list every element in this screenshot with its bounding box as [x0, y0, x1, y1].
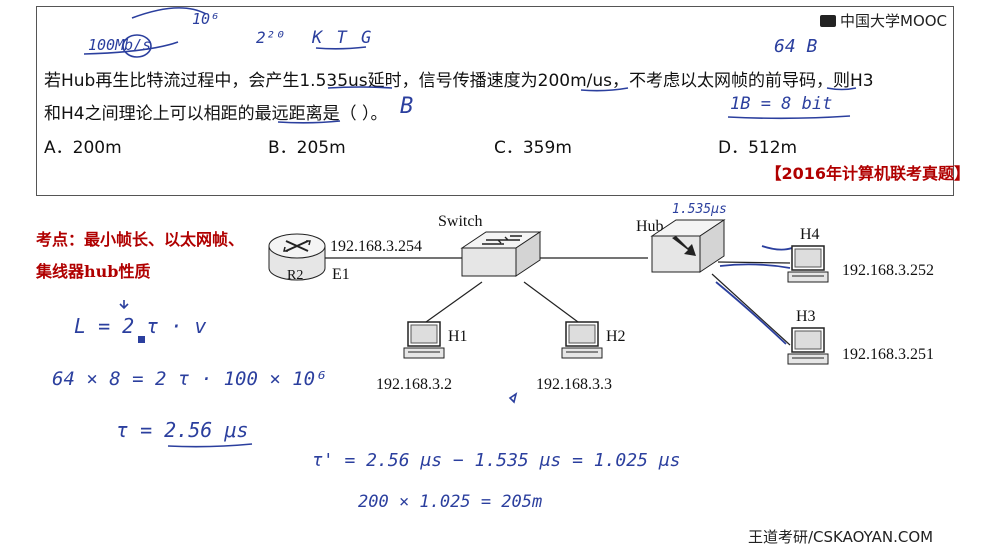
annotation-underlines — [83, 7, 857, 124]
router-ip: 192.168.3.254 — [330, 238, 422, 255]
kaodian-line-2: 集线器hub性质 — [36, 262, 151, 281]
mooc-logo: 中国大学MOOC — [820, 10, 947, 31]
annotation-rate: 100Mb/s — [88, 36, 152, 54]
links — [322, 257, 791, 346]
question-line-1: 若Hub再生比特流过程中，会产生1.535us延时，信号传播速度为200m/us… — [44, 71, 874, 91]
question-source: 【2016年计算机联考真题】 — [765, 164, 970, 183]
host-h2-icon — [561, 321, 603, 359]
work-equation-5: 200 × 1.025 = 205m — [358, 492, 543, 512]
host-h4-icon — [787, 245, 829, 283]
annotation-64b: 64 B — [774, 36, 818, 57]
work-marks — [119, 300, 518, 448]
work-equation-4: τ' = 2.56 μs − 1.535 μs = 1.025 μs — [312, 450, 681, 471]
work-equation-1: L = 2 τ · v — [74, 314, 207, 338]
host-h4-label: H4 — [800, 226, 820, 243]
switch-icon — [460, 231, 542, 277]
mooc-logo-icon — [820, 14, 836, 27]
hub-icon — [650, 219, 726, 273]
link-hub-h4 — [717, 261, 791, 264]
annotation-answer: B — [400, 94, 414, 119]
option-b: B．205m — [268, 138, 346, 158]
interface-label: E1 — [332, 266, 350, 283]
annotation-ktg: K T G — [312, 28, 374, 48]
question-line-2: 和H4之间理论上可以相距的最远距离是（ ）。 — [44, 104, 388, 124]
host-h3-label: H3 — [796, 308, 816, 325]
footer-watermark: 王道考研/CSKAOYAN.COM — [748, 528, 934, 546]
hub-delay-annotation: 1.535μs — [672, 202, 727, 217]
link-hub-h3 — [711, 273, 791, 346]
annotation-exp6: 10⁶ — [192, 10, 220, 28]
question-box — [36, 6, 954, 196]
kaodian-line-1: 考点：最小帧长、以太网帧、 — [36, 230, 245, 249]
work-equation-2: 64 × 8 = 2 τ · 100 × 10⁶ — [52, 368, 327, 390]
host-h4-ip: 192.168.3.252 — [842, 262, 934, 279]
host-h3-ip: 192.168.3.251 — [842, 346, 934, 363]
annotation-exp20: 2²⁰ — [256, 28, 285, 47]
host-h1-label: H1 — [448, 328, 468, 345]
host-h3-icon — [787, 327, 829, 365]
link-annotations — [715, 245, 793, 345]
router-icon — [268, 233, 326, 281]
router-label: R2 — [287, 268, 304, 283]
option-a: A．200m — [44, 138, 122, 158]
switch-label: Switch — [438, 213, 483, 230]
link-switch-h2 — [523, 281, 579, 323]
option-d: D．512m — [718, 138, 798, 158]
host-h2-ip: 192.168.3.3 — [536, 376, 612, 393]
hub-label: Hub — [636, 218, 664, 235]
annotation-byte: 1B = 8 bit — [730, 94, 833, 114]
option-c: C．359m — [494, 138, 572, 158]
mooc-logo-text: 中国大学MOOC — [840, 12, 948, 30]
host-h2-label: H2 — [606, 328, 626, 345]
work-equation-3: τ = 2.56 μs — [116, 418, 249, 442]
host-h1-ip: 192.168.3.2 — [376, 376, 452, 393]
host-h1-icon — [403, 321, 445, 359]
link-switch-h1 — [425, 281, 483, 323]
